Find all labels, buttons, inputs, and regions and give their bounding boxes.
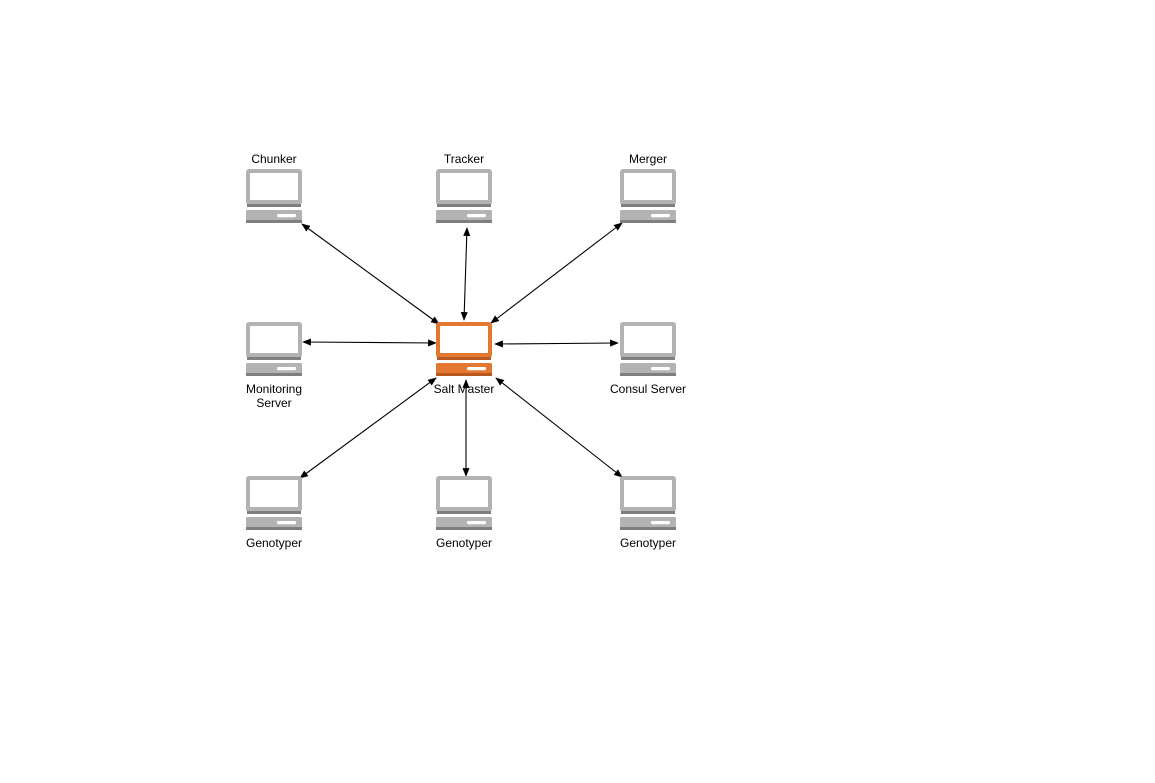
connection-arrow-genotyper-3 xyxy=(495,377,623,478)
connection-arrow-monitoring-server xyxy=(302,338,437,347)
node-merger: Merger xyxy=(620,152,676,223)
connection-arrow-chunker xyxy=(301,223,440,325)
node-label: Salt Master xyxy=(434,382,495,396)
computer-icon xyxy=(246,169,302,223)
node-label: Monitoring xyxy=(246,382,302,396)
connection-arrow-tracker xyxy=(460,227,471,321)
connection-arrow-merger xyxy=(490,222,623,324)
connection-arrow-consul-server xyxy=(494,339,619,348)
node-label: Merger xyxy=(629,152,667,166)
node-salt-master: Salt Master xyxy=(434,322,495,396)
connection-arrow-genotyper-1 xyxy=(299,377,437,479)
node-chunker: Chunker xyxy=(246,152,302,223)
computer-icon xyxy=(436,476,492,530)
node-genotyper-1: Genotyper xyxy=(246,476,302,550)
computer-icon xyxy=(246,476,302,530)
computer-icon xyxy=(620,476,676,530)
node-tracker: Tracker xyxy=(436,152,492,223)
node-genotyper-3: Genotyper xyxy=(620,476,676,550)
node-label: Server xyxy=(256,396,291,410)
computer-icon xyxy=(436,322,492,376)
computer-icon xyxy=(620,169,676,223)
node-genotyper-2: Genotyper xyxy=(436,476,492,550)
node-label: Consul Server xyxy=(610,382,686,396)
node-consul-server: Consul Server xyxy=(610,322,686,396)
computer-icon xyxy=(620,322,676,376)
computer-icon xyxy=(436,169,492,223)
node-label: Genotyper xyxy=(620,536,676,550)
node-label: Genotyper xyxy=(246,536,302,550)
edges xyxy=(299,222,623,479)
node-label: Chunker xyxy=(251,152,296,166)
computer-icon xyxy=(246,322,302,376)
node-label: Genotyper xyxy=(436,536,492,550)
node-label: Tracker xyxy=(444,152,484,166)
